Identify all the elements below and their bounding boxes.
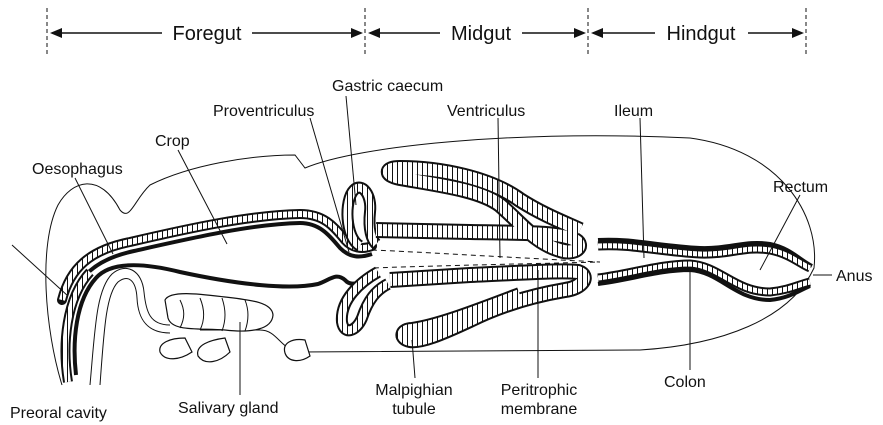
- label-salivary-gland: Salivary gland: [178, 400, 279, 417]
- label-peritrophic-line2: membrane: [501, 401, 578, 418]
- label-peritrophic-line1: Peritrophic: [501, 382, 577, 399]
- leader-ileum: [640, 118, 644, 258]
- label-gastric-caecum: Gastric caecum: [332, 78, 443, 95]
- leader-preoral-cavity: [12, 245, 68, 296]
- arrowhead: [792, 28, 804, 38]
- salivary-lobe: [160, 338, 192, 359]
- arrowhead: [574, 28, 586, 38]
- leader-oesophagus: [75, 178, 113, 254]
- label-oesophagus: Oesophagus: [32, 161, 123, 178]
- label-ileum: Ileum: [614, 103, 653, 120]
- label-malpighian-line2: tubule: [392, 401, 436, 418]
- arrowhead: [368, 28, 380, 38]
- label-anus: Anus: [836, 268, 872, 285]
- label-colon: Colon: [664, 374, 706, 391]
- label-ventriculus: Ventriculus: [447, 103, 525, 120]
- region-scale-bar: Foregut Midgut Hindgut: [47, 8, 806, 55]
- label-rectum: Rectum: [773, 179, 828, 196]
- salivary-lobe: [198, 338, 230, 362]
- salivary-duct-inner: [100, 279, 170, 385]
- arrowhead: [591, 28, 603, 38]
- label-proventriculus: Proventriculus: [213, 103, 314, 120]
- leader-proventriculus: [310, 118, 349, 252]
- label-crop: Crop: [155, 133, 190, 150]
- midgut-label: Midgut: [451, 23, 511, 45]
- salivary-lobe: [284, 340, 310, 361]
- hindgut-label: Hindgut: [667, 23, 736, 45]
- foregut-label: Foregut: [173, 23, 242, 45]
- label-malpighian-line1: Malpighian: [375, 382, 452, 399]
- arrowhead: [351, 28, 363, 38]
- salivary-duct-outer: [90, 268, 170, 385]
- arrowhead: [50, 28, 62, 38]
- label-preoral-cavity: Preoral cavity: [10, 405, 107, 422]
